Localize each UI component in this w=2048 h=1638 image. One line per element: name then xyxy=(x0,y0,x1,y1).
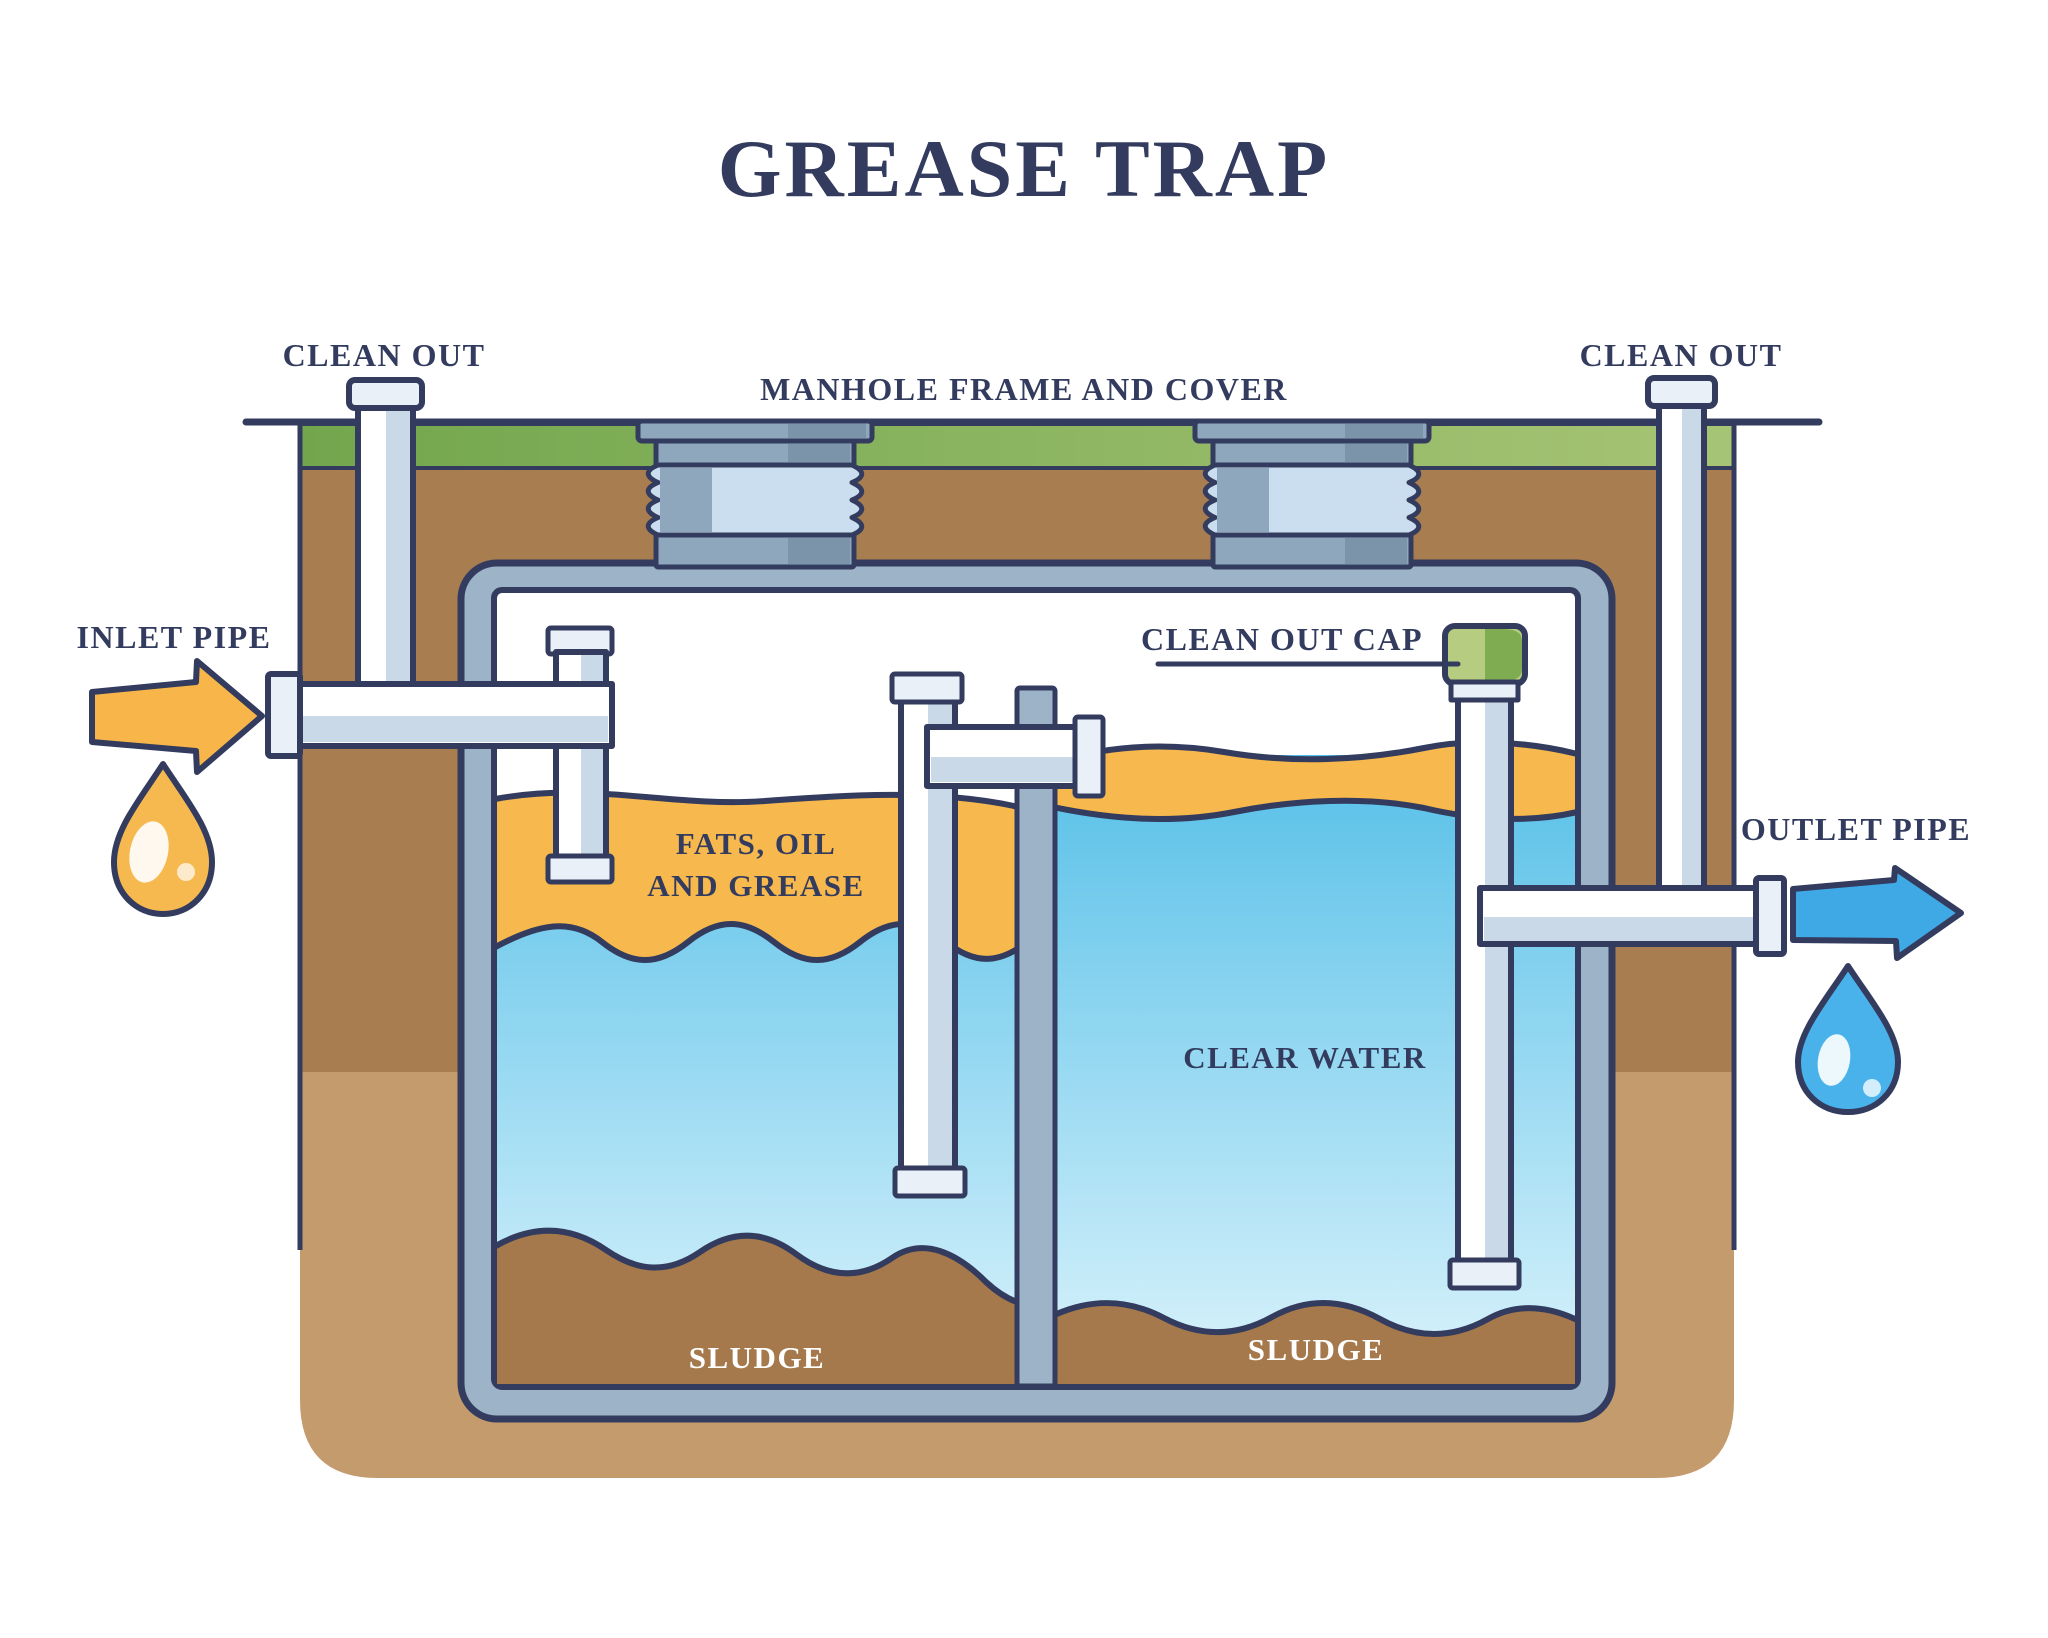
label-manhole-frame-and-cover: MANHOLE FRAME AND COVER xyxy=(760,371,1288,407)
chamber2-fog-layer xyxy=(1055,739,1575,823)
crossover-pipe-shade xyxy=(931,757,1075,782)
right-drop-pipe-bottom-collar xyxy=(1447,1257,1522,1291)
clean-out-right-pipe-shade xyxy=(1682,407,1701,931)
label-clean-out-cap: CLEAN OUT CAP xyxy=(1141,621,1423,657)
outlet-flow-arrow-icon xyxy=(1790,865,1964,961)
chamber1-fog-layer xyxy=(497,789,1017,963)
grease-droplet-highlight xyxy=(129,821,169,883)
inlet-pipe-collar xyxy=(265,671,303,759)
water-droplet-highlight-dot xyxy=(1863,1079,1881,1097)
label-clear-water: CLEAR WATER xyxy=(1183,1040,1427,1075)
label-sludge-right: SLUDGE xyxy=(1248,1332,1384,1367)
crossover-pipe-collar xyxy=(1072,714,1106,799)
water-droplet-highlight xyxy=(1817,1034,1851,1086)
label-inlet-pipe: INLET PIPE xyxy=(77,619,272,655)
right-drop-pipe-shade xyxy=(1485,701,1508,1259)
label-sludge-left: SLUDGE xyxy=(689,1340,825,1375)
outlet-pipe-collar xyxy=(1753,875,1787,957)
inlet-pipe-assembly xyxy=(265,671,615,759)
clean-out-right-cap xyxy=(1645,375,1718,409)
baffle-divider-wall xyxy=(1014,685,1058,1389)
clean-out-left-pipe-shade xyxy=(386,409,410,727)
label-outlet-pipe: OUTLET PIPE xyxy=(1741,811,1971,847)
page-title: GREASE TRAP xyxy=(718,123,1330,214)
chamber1-sludge xyxy=(497,1227,1017,1384)
label-clean-out-right: CLEAN OUT xyxy=(1580,337,1783,373)
grease-droplet-icon xyxy=(111,761,215,917)
green-cap-collar xyxy=(1448,679,1521,703)
tee-bottom-collar xyxy=(545,853,615,885)
grease-droplet-highlight-dot xyxy=(177,863,195,881)
label-clean-out-left: CLEAN OUT xyxy=(283,337,486,373)
center-pipe-bottom-collar xyxy=(892,1165,968,1199)
center-crossover-pipe-assembly xyxy=(889,671,1106,1199)
manhole-right xyxy=(1195,421,1429,567)
outlet-pipe-shade xyxy=(1484,917,1758,941)
clean-out-right-assembly xyxy=(1645,375,1718,937)
grass-strip xyxy=(298,422,1736,470)
label-fats-oil-line1: FATS, OIL xyxy=(676,826,837,861)
green-clean-out-cap-shade xyxy=(1485,629,1522,681)
water-droplet-icon xyxy=(1795,963,1901,1115)
label-fats-oil-line2: AND GREASE xyxy=(647,868,864,903)
inlet-tee-drop-pipe xyxy=(545,625,615,885)
water-droplet-body xyxy=(1795,963,1901,1115)
outlet-pipe-assembly xyxy=(1477,875,1787,957)
manhole-left xyxy=(638,421,872,567)
center-pipe-top-collar xyxy=(889,671,965,705)
clean-out-left-assembly xyxy=(346,377,425,733)
clean-out-left-cap xyxy=(346,377,425,411)
inlet-flow-arrow-icon xyxy=(89,658,265,775)
chamber2-sludge xyxy=(1055,1299,1575,1384)
right-drop-pipe-assembly xyxy=(1442,623,1528,1291)
inlet-pipe-shade xyxy=(302,716,608,742)
